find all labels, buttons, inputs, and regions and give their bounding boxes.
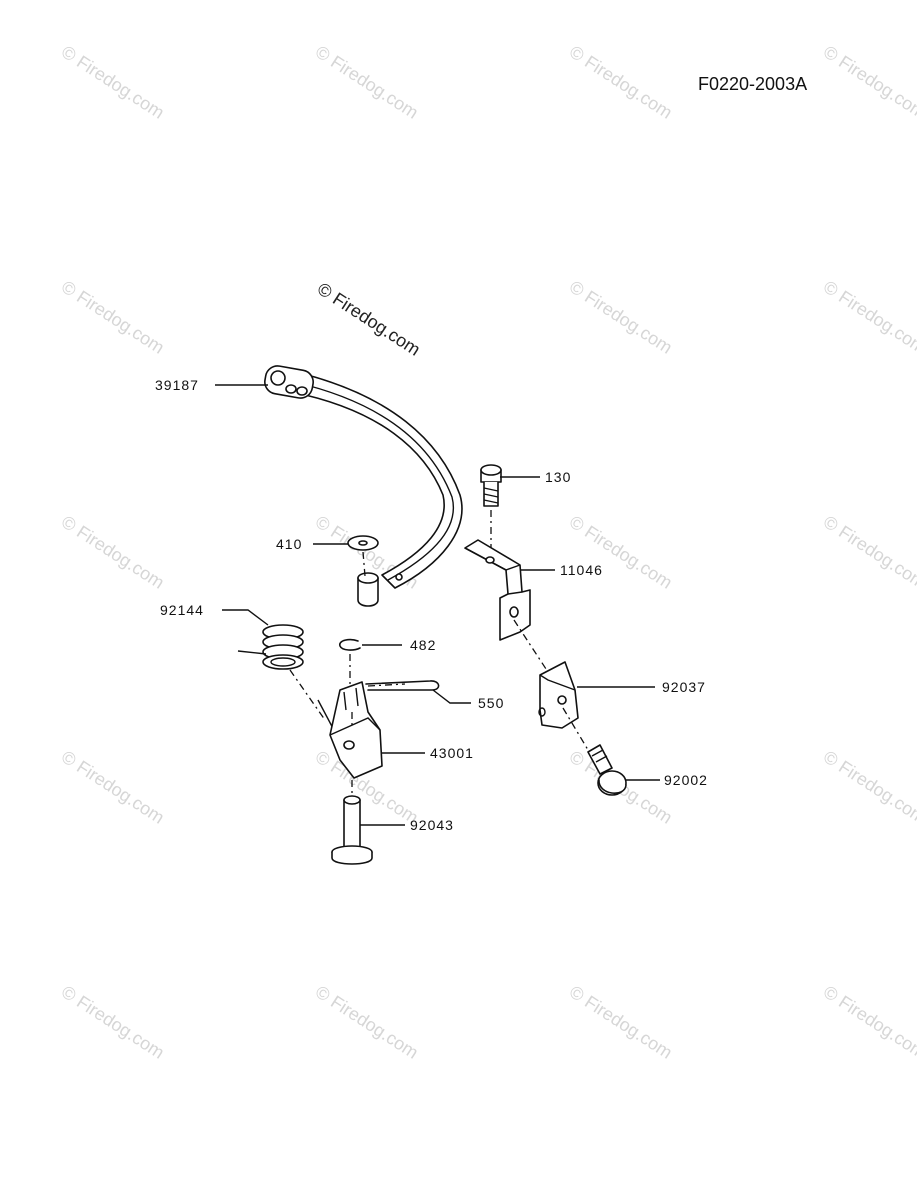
watermark-main: © Firedog.com: [314, 279, 424, 360]
part-label-92043: 92043: [410, 817, 454, 833]
part-label-410: 410: [276, 536, 302, 552]
watermark: © Firedog.com: [566, 512, 676, 593]
lever-arm: [329, 681, 383, 779]
watermark: © Firedog.com: [58, 982, 168, 1063]
bolt: [480, 464, 502, 560]
part-label-43001: 43001: [430, 745, 474, 761]
watermark: © Firedog.com: [566, 42, 676, 123]
watermark: © Firedog.com: [58, 747, 168, 828]
part-label-39187: 39187: [155, 377, 199, 393]
brake-band: [264, 365, 463, 607]
bracket: [464, 539, 549, 673]
watermark: © Firedog.com: [820, 747, 917, 828]
flange-bolt: [587, 744, 627, 796]
part-label-130: 130: [545, 469, 571, 485]
leader-lines: [215, 384, 660, 826]
part-label-482: 482: [410, 637, 436, 653]
watermark: © Firedog.com: [820, 512, 917, 593]
figure-code: F0220-2003A: [698, 74, 807, 94]
watermark: © Firedog.com: [312, 982, 422, 1063]
watermark: © Firedog.com: [820, 277, 917, 358]
part-label-92144: 92144: [160, 602, 204, 618]
watermark: © Firedog.com: [58, 512, 168, 593]
watermark: © Firedog.com: [58, 277, 168, 358]
cotter-pin: [365, 680, 440, 691]
washer: [347, 535, 379, 577]
pivot-pin: [331, 780, 373, 865]
watermark: © Firedog.com: [566, 277, 676, 358]
snap-ring: [339, 638, 361, 690]
spring: [237, 624, 337, 735]
watermark: © Firedog.com: [58, 42, 168, 123]
watermark: © Firedog.com: [566, 982, 676, 1063]
part-label-92037: 92037: [662, 679, 706, 695]
part-label-11046: 11046: [560, 562, 603, 578]
part-label-550: 550: [478, 695, 504, 711]
watermark: © Firedog.com: [820, 42, 917, 123]
part-labels: 39187 130 410 11046 92144 482 550 92037 …: [155, 377, 708, 833]
watermark: © Firedog.com: [820, 982, 917, 1063]
watermark: © Firedog.com: [312, 42, 422, 123]
brake-shoe-block: [538, 661, 598, 766]
part-label-92002: 92002: [664, 772, 708, 788]
